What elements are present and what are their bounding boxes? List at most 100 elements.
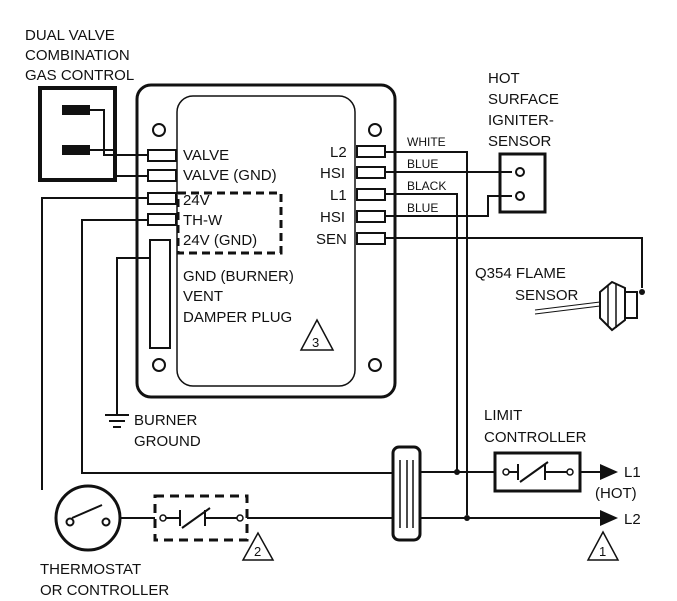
wire-label-blue-2: BLUE [407,201,438,215]
mounting-hole-icon [152,358,166,372]
thermostat-switch-icon [71,504,103,519]
terminal-label-valve-gnd: VALVE (GND) [183,167,277,184]
igniter-terminal-icon [515,167,525,177]
plug-label-damper-plug: DAMPER PLUG [183,309,292,326]
gas-control-block: DUAL VALVE COMBINATION GAS CONTROL [25,27,134,182]
optional-jumper-box [176,191,283,255]
terminal-label-valve: VALVE [183,147,229,164]
gas-control-label-2: COMBINATION [25,47,130,64]
terminal-th-w [147,213,177,226]
terminal-label-l1: L1 [330,187,347,204]
plug-label-gnd-burner: GND (BURNER) [183,268,294,285]
optional-switch: 2 [153,494,275,561]
wire-black-l1 [385,193,458,472]
junction-dot [464,515,470,521]
terminal-hsi-1 [356,166,386,179]
flame-sensor-label-2: SENSOR [515,287,579,304]
terminal-label-24v-gnd: 24V (GND) [183,232,257,249]
terminal-label-hsi-2: HSI [320,209,345,226]
flame-sensor-label-1: Q354 FLAME [475,265,566,282]
valve-terminal-icon [62,145,90,155]
note-2-triangle-icon [241,531,275,561]
limit-switch-terminal-1 [502,468,510,476]
wire-burner-ground [116,257,150,415]
wire-valve [90,109,148,156]
terminal-l1 [356,188,386,201]
terminal-hsi-2 [356,210,386,223]
terminal-label-th-w: TH-W [183,212,223,229]
limit-label-2: CONTROLLER [484,429,587,446]
hot-label: (HOT) [595,485,637,502]
note-3-number: 3 [312,335,319,350]
note-1-triangle-icon [586,530,620,561]
thermostat: THERMOSTAT OR CONTROLLER [40,484,169,599]
terminal-24v [147,192,177,205]
mounting-hole-icon [368,358,382,372]
igniter-terminal-icon [515,191,525,201]
igniter-label-1: HOT [488,70,520,87]
terminal-label-l2: L2 [330,144,347,161]
optional-switch-box [153,494,249,542]
limit-controller: LIMIT CONTROLLER [484,407,587,493]
vent-damper-plug-icon [149,239,171,349]
wire-white-l2 [385,151,468,515]
note-1-number: 1 [599,544,606,559]
terminal-label-hsi-1: HSI [320,165,345,182]
igniter-label-4: SENSOR [488,133,552,150]
l2-label: L2 [624,511,641,528]
igniter-label-2: SURFACE [488,91,559,108]
note-3-triangle-icon [299,318,335,351]
burner-ground-label-2: GROUND [134,433,201,450]
thermostat-contact-1 [65,517,75,527]
flame-sensor-nut-icon [624,291,638,319]
thermostat-label-1: THERMOSTAT [40,561,141,578]
mounting-hole-icon [152,123,166,137]
wire-24v [41,197,148,490]
limit-switch-terminal-2 [566,468,574,476]
optional-switch-terminal-1 [159,514,167,522]
transformer [391,445,422,542]
terminal-label-sen: SEN [316,231,347,248]
gas-control-label-3: GAS CONTROL [25,67,134,84]
thermostat-label-2: OR CONTROLLER [40,582,169,599]
optional-switch-icon [162,507,240,529]
terminal-l2 [356,145,386,158]
terminal-sen [356,232,386,245]
flame-sensor-rod [534,301,601,311]
gas-control-label-1: DUAL VALVE [25,27,115,44]
flame-sensor-rod-edge [534,305,601,315]
optional-switch-terminal-2 [236,514,244,522]
igniter-housing [498,152,547,214]
wire-label-black: BLACK [407,179,446,193]
terminal-label-24v: 24V [183,192,210,209]
igniter-label-3: IGNITER- [488,112,554,129]
ignition-control-module: VALVE VALVE (GND) 24V TH-W 24V (GND) GND… [135,83,397,399]
terminal-valve-gnd [147,169,177,182]
l2-arrow-icon [600,510,618,526]
limit-controller-box [493,451,582,493]
wiring [41,109,643,519]
limit-switch-icon [505,461,570,483]
control-housing [135,83,397,399]
gas-valve-box [38,86,117,182]
burner-ground-label-1: BURNER [134,412,198,429]
l1-arrow-icon [600,464,618,480]
limit-label-1: LIMIT [484,407,522,424]
hot-surface-igniter: HOT SURFACE IGNITER- SENSOR [488,70,559,214]
wire-valve-gnd [90,149,148,177]
flame-sensor-body-icon [599,280,626,332]
terminal-valve [147,149,177,162]
valve-terminal-icon [62,105,90,115]
wire-label-white: WHITE [407,135,446,149]
wire-label-blue-1: BLUE [407,157,438,171]
plug-label-vent: VENT [183,288,223,305]
flame-sensor-terminal-icon [639,289,645,295]
l1-label: L1 [624,464,641,481]
wire-blue-hsi-2 [385,195,512,217]
flame-sensor: Q354 FLAME SENSOR [475,265,645,332]
junction-dot [454,469,460,475]
thermostat-icon [54,484,122,552]
mounting-hole-icon [368,123,382,137]
burner-ground: BURNER GROUND [105,412,201,450]
